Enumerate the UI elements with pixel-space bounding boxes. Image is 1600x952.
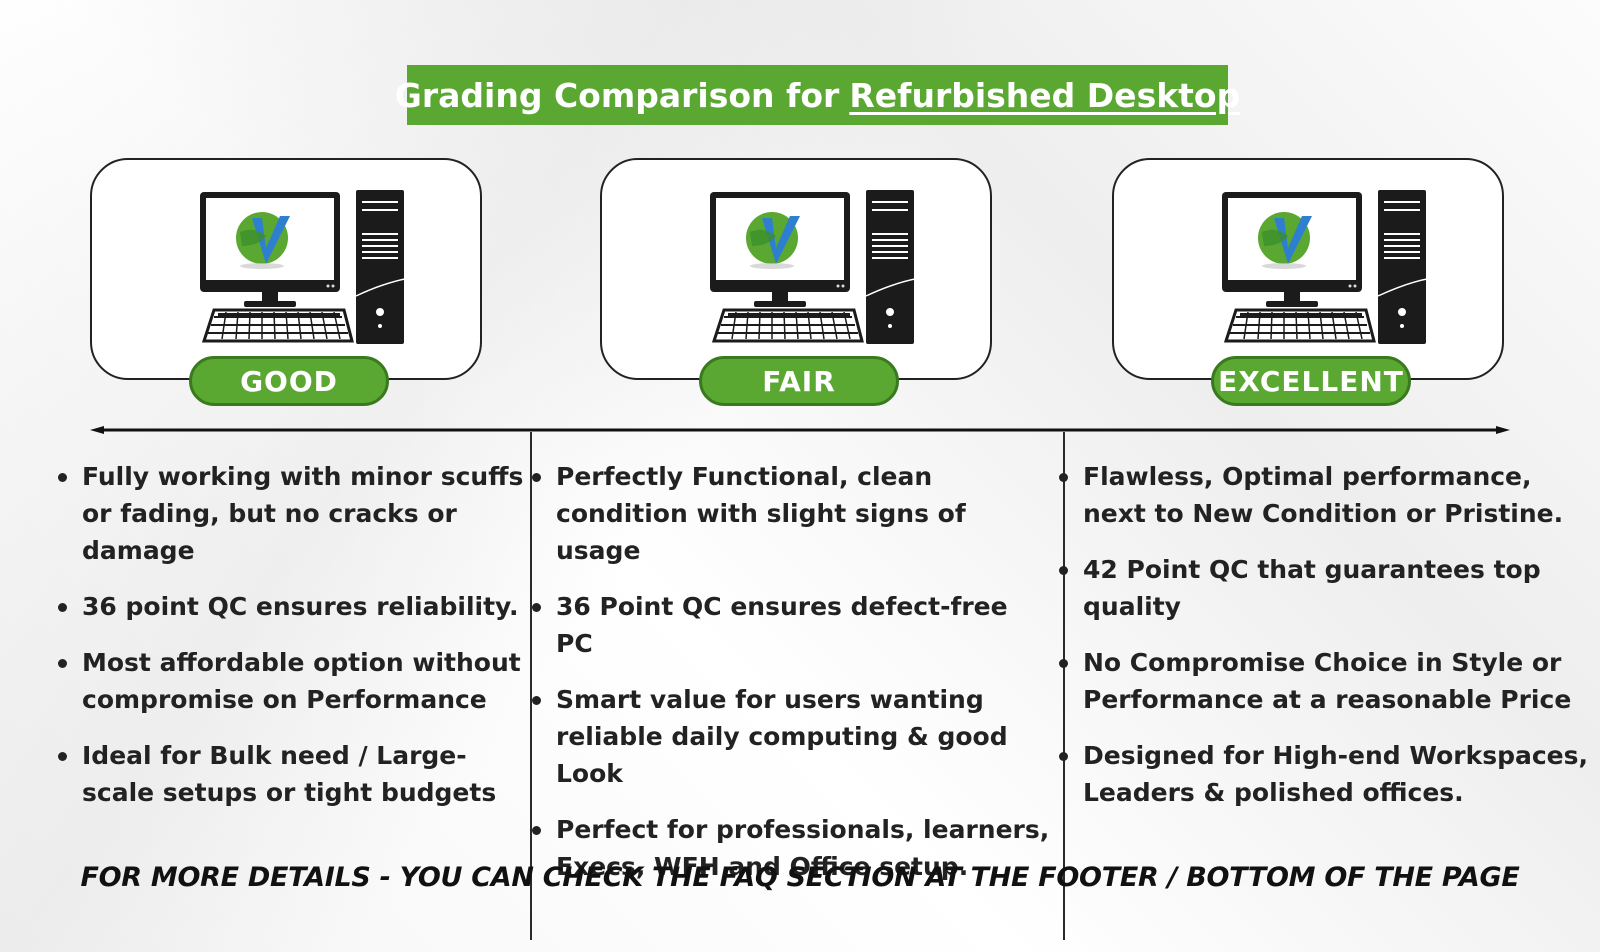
list-item: Smart value for users wanting reliable d… xyxy=(532,681,1052,792)
list-item: Perfect for professionals, learners, Exe… xyxy=(532,811,1052,885)
grade-badge-excellent: EXCELLENT xyxy=(1211,356,1411,406)
desktop-computer-icon xyxy=(200,190,408,344)
list-item: 42 Point QC that guarantees top quality xyxy=(1059,551,1594,625)
column-divider xyxy=(530,432,532,940)
title-prefix: Grading Comparison for xyxy=(394,75,840,115)
list-item: Most affordable option without compromis… xyxy=(58,644,528,718)
excellent-column: Flawless, Optimal performance, next to N… xyxy=(1059,458,1594,830)
list-item: No Compromise Choice in Style or Perform… xyxy=(1059,644,1594,718)
title-highlight: Refurbished Desktop xyxy=(849,75,1241,115)
excellent-points-list: Flawless, Optimal performance, next to N… xyxy=(1059,458,1594,811)
list-item: 36 point QC ensures reliability. xyxy=(58,588,528,625)
good-points-list: Fully working with minor scuffs or fadin… xyxy=(58,458,528,811)
list-item: Ideal for Bulk need / Large-scale setups… xyxy=(58,737,528,811)
fair-column: Perfectly Functional, clean condition wi… xyxy=(532,458,1052,904)
grade-badge-fair: FAIR xyxy=(699,356,899,406)
card-excellent xyxy=(1112,158,1504,380)
list-item: Fully working with minor scuffs or fadin… xyxy=(58,458,528,569)
card-fair xyxy=(600,158,992,380)
faq-footer-note: FOR MORE DETAILS - YOU CAN CHECK THE FAQ… xyxy=(80,862,1520,893)
list-item: Perfectly Functional, clean condition wi… xyxy=(532,458,1052,569)
desktop-computer-icon xyxy=(1222,190,1430,344)
column-divider xyxy=(1063,432,1065,940)
list-item: 36 Point QC ensures defect-free PC xyxy=(532,588,1052,662)
card-good xyxy=(90,158,482,380)
good-column: Fully working with minor scuffs or fadin… xyxy=(58,458,528,830)
list-item: Designed for High-end Workspaces, Leader… xyxy=(1059,737,1594,811)
timeline-divider xyxy=(90,426,1510,434)
grade-badge-good: GOOD xyxy=(189,356,389,406)
list-item: Flawless, Optimal performance, next to N… xyxy=(1059,458,1594,532)
page-title: Grading Comparison for Refurbished Deskt… xyxy=(395,65,1240,125)
desktop-computer-icon xyxy=(710,190,918,344)
fair-points-list: Perfectly Functional, clean condition wi… xyxy=(532,458,1052,885)
